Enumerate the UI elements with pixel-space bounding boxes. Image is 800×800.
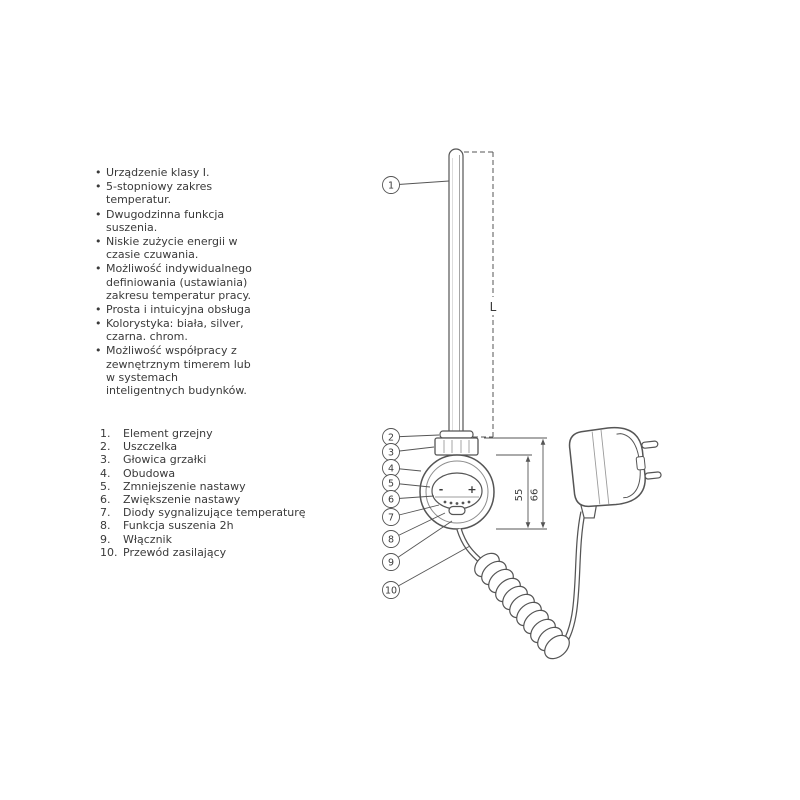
callout-6: 6 xyxy=(382,490,435,508)
length-dimension-label: L xyxy=(490,300,497,314)
svg-text:3: 3 xyxy=(388,448,394,459)
part-number: 3. xyxy=(100,453,111,467)
parts-legend-row: 9. Włącznik xyxy=(100,533,306,546)
parts-legend-row: 7. Diody sygnalizujące temperaturę xyxy=(100,506,306,519)
feature-item: Dwugodzinna funkcja suszenia. xyxy=(95,208,255,234)
part-label: Obudowa xyxy=(123,466,176,480)
power-switch xyxy=(448,505,466,516)
part-number: 10. xyxy=(100,545,118,559)
temperature-leds xyxy=(443,500,471,505)
part-number: 5. xyxy=(100,479,111,493)
dial-minus-label: - xyxy=(439,483,444,496)
part-label: Włącznik xyxy=(123,532,172,546)
feature-item: Możliwość indywidualnego definiowania (u… xyxy=(95,262,255,302)
head-dimensions xyxy=(484,437,547,530)
feature-item: Niskie zużycie energii w czasie czuwania… xyxy=(95,235,255,261)
power-cable xyxy=(456,511,586,660)
parts-legend-row: 6. Zwiększenie nastawy xyxy=(100,493,306,506)
callout-2: 2 xyxy=(382,428,440,446)
part-label: Głowica grzałki xyxy=(123,453,207,467)
svg-text:8: 8 xyxy=(388,535,394,546)
part-number: 4. xyxy=(100,466,111,480)
parts-legend-row: 10. Przewód zasilający xyxy=(100,546,306,559)
svg-text:1: 1 xyxy=(388,181,394,192)
svg-text:7: 7 xyxy=(388,513,394,524)
dimension-66-label: 66 xyxy=(530,489,541,502)
part-number: 9. xyxy=(100,532,111,546)
callout-1: 1 xyxy=(382,176,450,194)
plug-pin xyxy=(644,471,662,480)
feature-list: Urządzenie klasy I. 5-stopniowy zakres t… xyxy=(95,166,255,398)
svg-text:2: 2 xyxy=(388,433,394,444)
length-dimension xyxy=(464,151,494,438)
part-number: 7. xyxy=(100,506,111,520)
callout-10: 10 xyxy=(382,545,471,599)
parts-legend-row: 2. Uszczelka xyxy=(100,440,306,453)
callouts: 1 2 3 4 xyxy=(382,176,471,599)
callout-8: 8 xyxy=(382,512,446,548)
part-number: 1. xyxy=(100,427,111,440)
callout-4: 4 xyxy=(382,459,422,477)
heating-rod xyxy=(448,148,464,441)
feature-item: Prosta i intuicyjna obsługa xyxy=(95,303,255,316)
plug-pin xyxy=(641,440,659,449)
part-label: Zwiększenie nastawy xyxy=(123,493,241,507)
part-number: 2. xyxy=(100,440,111,454)
svg-text:10: 10 xyxy=(385,586,397,597)
feature-item: Urządzenie klasy I. xyxy=(95,166,255,179)
callout-7: 7 xyxy=(382,504,440,526)
plug-body xyxy=(568,426,646,508)
svg-text:4: 4 xyxy=(388,464,394,475)
feature-item: 5-stopniowy zakres temperatur. xyxy=(95,180,255,206)
part-label: Element grzejny xyxy=(123,427,213,440)
cable-coil xyxy=(474,552,570,660)
parts-legend-row: 8. Funkcja suszenia 2h xyxy=(100,519,306,532)
feature-item: Możliwość współpracy z zewnętrznym timer… xyxy=(95,344,255,397)
svg-text:9: 9 xyxy=(388,558,394,569)
gasket xyxy=(439,430,474,439)
parts-legend-row: 5. Zmniejszenie nastawy xyxy=(100,480,306,493)
svg-text:6: 6 xyxy=(388,495,394,506)
part-label: Uszczelka xyxy=(123,440,178,454)
feature-item: Kolorystyka: biała, silver, czarna. chro… xyxy=(95,317,255,343)
control-dial: - + xyxy=(431,472,483,516)
callout-9: 9 xyxy=(382,520,453,571)
dial-plus-label: + xyxy=(467,483,476,496)
part-number: 8. xyxy=(100,519,111,533)
part-number: 6. xyxy=(100,493,111,507)
part-label: Diody sygnalizujące temperaturę xyxy=(123,506,306,520)
part-label: Przewód zasilający xyxy=(123,545,227,559)
parts-legend-row: 3. Głowica grzałki xyxy=(100,453,306,466)
heater-head-nut xyxy=(434,437,479,456)
parts-legend-row: 4. Obudowa xyxy=(100,467,306,480)
part-label: Funkcja suszenia 2h xyxy=(123,519,234,533)
callout-3: 3 xyxy=(382,443,435,461)
dimension-55-label: 55 xyxy=(514,489,525,502)
mains-plug xyxy=(568,426,662,519)
svg-text:5: 5 xyxy=(388,479,394,490)
parts-legend-row: 1. Element grzejny xyxy=(100,427,306,440)
parts-legend: 1. Element grzejny 2. Uszczelka 3. Głowica … xyxy=(100,427,306,559)
part-label: Zmniejszenie nastawy xyxy=(123,479,246,493)
plug-earth-contact xyxy=(635,456,646,471)
